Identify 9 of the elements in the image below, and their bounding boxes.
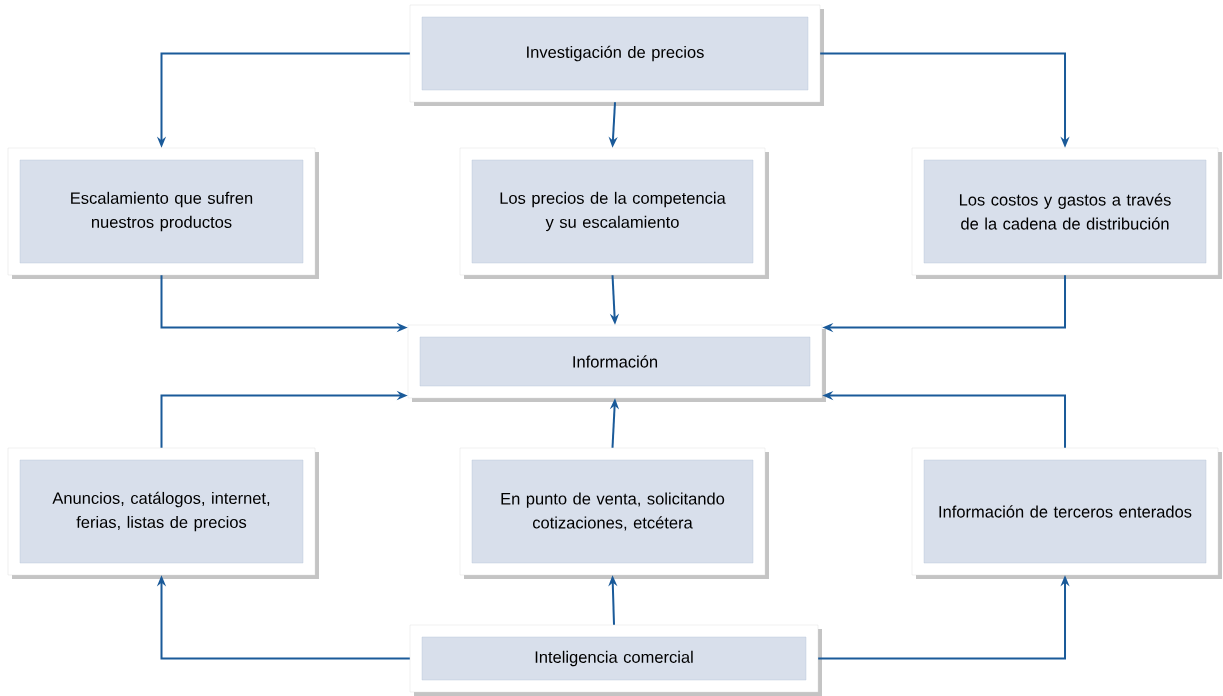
process-box: Información de terceros enterados	[911, 447, 1222, 579]
process-box: Inteligencia comercial	[409, 624, 822, 696]
process-box: En punto de venta, solicitando cotizaciones, etcétera	[459, 447, 769, 579]
process-box: Información	[407, 324, 826, 402]
process-box: Investigación de precios	[409, 4, 824, 106]
process-box: Los precios de la competencia y su escalamiento	[459, 147, 769, 279]
process-box: Anuncios, catálogos, internet, ferias, listas de precios	[7, 447, 319, 579]
process-box: Los costos y gastos a través de la cadena de distribución	[911, 147, 1222, 279]
process-box: Escalamiento que sufren nuestros productos	[7, 147, 319, 279]
